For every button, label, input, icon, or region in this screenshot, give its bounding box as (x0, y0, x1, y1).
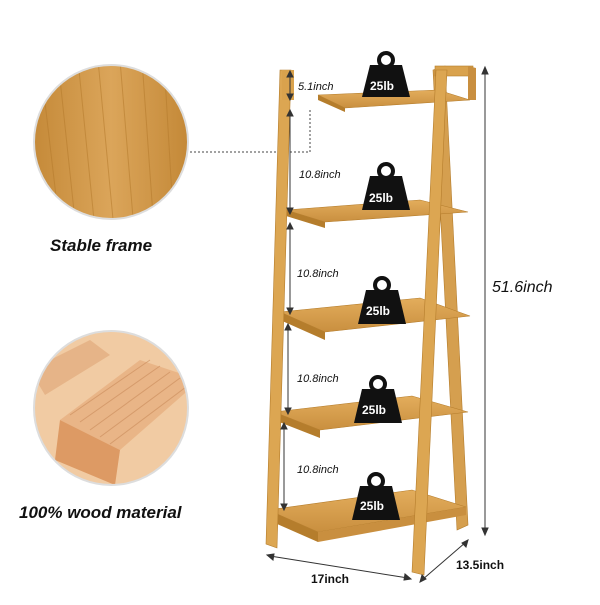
weight-label: 25lb (369, 191, 394, 205)
weight-icon (358, 276, 406, 324)
weight-label: 25lb (370, 79, 395, 93)
weight-label: 25lb (360, 499, 385, 513)
dimension-lines (265, 65, 489, 583)
weight-icon (362, 162, 410, 210)
weight-icon (362, 51, 410, 97)
depth-label: 13.5inch (456, 558, 505, 572)
shelf-gap-label: 10.8inch (297, 464, 339, 476)
weight-label: 25lb (366, 304, 391, 318)
width-label: 17inch (311, 572, 350, 586)
shelf-gap-label: 10.8inch (299, 169, 341, 181)
feature-label-stable-frame: Stable frame (50, 236, 153, 255)
bamboo-texture-closeup (33, 64, 189, 220)
shelf-gap-label: 10.8inch (297, 268, 339, 280)
weight-label: 25lb (362, 403, 387, 417)
weight-icon (354, 375, 402, 423)
height-label: 51.6inch (492, 279, 553, 296)
feature-label-wood-material: 100% wood material (19, 503, 182, 522)
top-gap-label: 5.1inch (298, 81, 334, 93)
weight-capacity-icons (352, 51, 410, 520)
wood-grain-closeup (33, 330, 189, 486)
shelf-gap-label: 10.8inch (297, 373, 339, 385)
weight-icon (352, 472, 400, 520)
